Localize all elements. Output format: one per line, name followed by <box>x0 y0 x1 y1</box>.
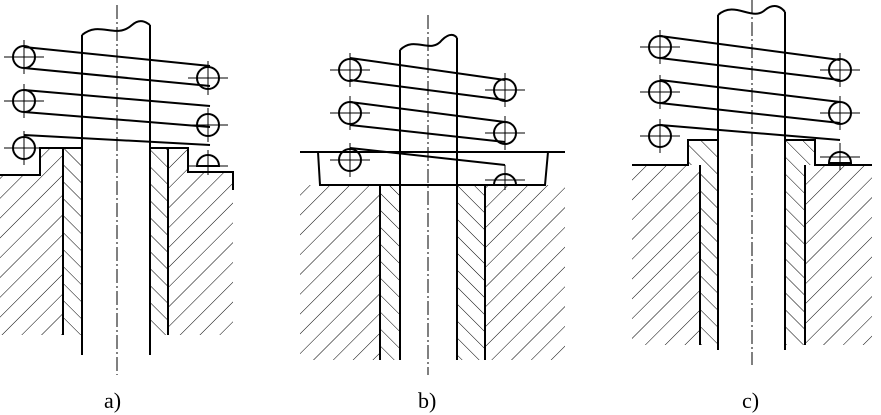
housing-right-b <box>485 185 565 360</box>
spring-b <box>330 53 525 190</box>
bushing-a <box>63 148 168 335</box>
bushing-b <box>380 185 485 360</box>
shaft-a <box>81 5 151 375</box>
panel-a-label: a) <box>104 388 121 413</box>
shaft-c <box>717 0 786 365</box>
panel-b: b) <box>300 15 565 413</box>
housing-left-a <box>0 148 63 335</box>
housing-left-b <box>300 185 380 360</box>
panel-a: a) <box>0 5 234 413</box>
panel-c: c) <box>632 0 872 413</box>
panel-b-label: b) <box>418 388 436 413</box>
housing-right-a <box>168 148 233 335</box>
housing-left-c <box>632 165 700 345</box>
housing-right-c <box>805 165 872 345</box>
panel-c-label: c) <box>742 388 759 413</box>
spring-a <box>4 40 228 175</box>
shaft-b <box>399 15 458 375</box>
spring-c <box>640 30 860 170</box>
